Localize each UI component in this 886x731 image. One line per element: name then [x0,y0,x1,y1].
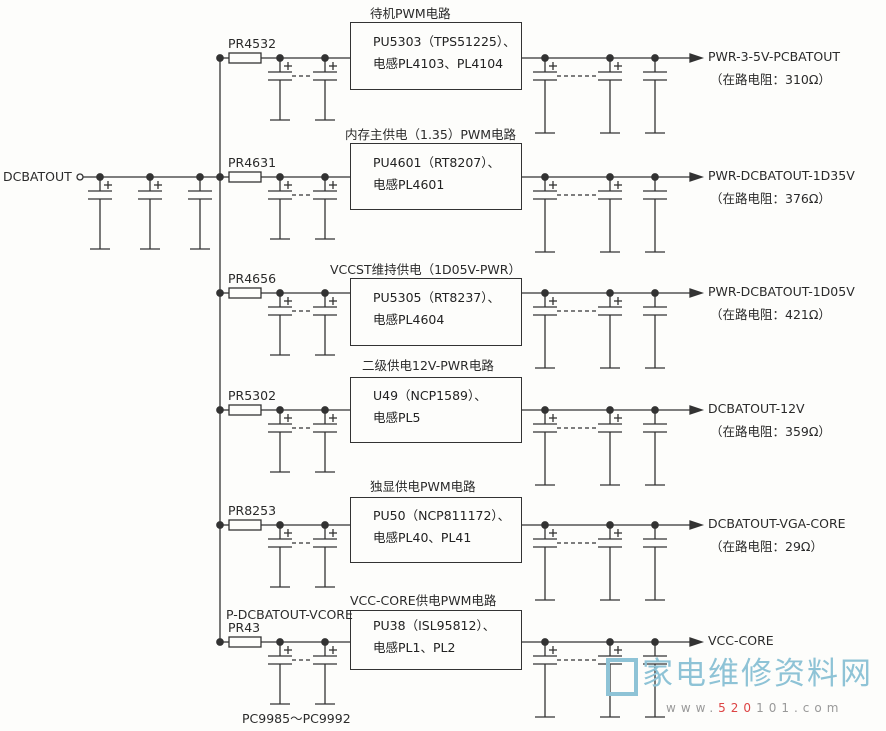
resistor-pr8253 [228,519,262,531]
output-arrow-icon [689,637,705,647]
resistor-label: PR4631 [228,155,277,170]
resistor-pr4532 [228,52,262,64]
output-net-label: DCBATOUT-VGA-CORE [708,516,846,531]
inductor-label: 电感PL4601 [373,176,445,192]
circuit-title: VCCST维持供电（1D05V-PWR） [330,262,521,277]
input-terminal [76,173,84,181]
watermark-logo: 家电维修资料网 www.520101.com [606,656,886,726]
output-net-label: PWR-DCBATOUT-1D35V [708,168,855,183]
inductor-label: 电感PL40、PL41 [373,530,472,545]
chip-label: PU5305（RT8237）、 [373,290,500,305]
resistor-label: PR8253 [228,503,277,518]
logo-mark-icon [606,658,638,696]
logo-url-red: 520 [718,701,757,715]
resistor-pr5302 [228,404,262,416]
chip-label: U49（NCP1589）、 [373,388,487,403]
resistor-label: PR4532 [228,36,277,51]
input-net-label: DCBATOUT [3,169,72,184]
vcore-net-label: P-DCBATOUT-VCORE [226,607,353,622]
inductor-label: 电感PL1、PL2 [373,640,456,655]
in-circuit-resistance: （在路电阻：421Ω） [710,307,831,322]
pwm-controller-block: PU50（NCP811172）、 电感PL40、PL41 [350,497,522,563]
output-net-label: PWR-DCBATOUT-1D05V [708,284,855,299]
output-arrow-icon [689,288,705,298]
resistor-label: PR4656 [228,271,277,286]
resistor-label: PR5302 [228,388,277,403]
output-net-label: PWR-3-5V-PCBATOUT [708,49,841,64]
cap-range-label: PC9985～PC9992 [242,711,351,726]
in-circuit-resistance: （在路电阻：359Ω） [710,424,831,439]
chip-label: PU50（NCP811172）、 [373,508,511,523]
logo-url-prefix: www. [666,701,719,715]
logo-url-suffix: 101.com [756,701,844,715]
resistor-pr4656 [228,287,262,299]
inductor-label: 电感PL4604 [373,312,445,327]
output-arrow-icon [689,53,705,63]
chip-label: PU38（ISL95812）、 [373,618,496,633]
pwm-controller-block: U49（NCP1589）、 电感PL5 [350,377,522,443]
logo-url: www.520101.com [666,700,886,716]
pwm-controller-block: PU5303（TPS51225）、 电感PL4103、PL4104 [350,22,522,90]
output-net-label: VCC-CORE [708,633,774,648]
resistor-pr43 [228,636,262,648]
pwm-controller-block: PU4601（RT8207）、 电感PL4601 [350,143,522,210]
circuit-title: VCC-CORE供电PWM电路 [350,593,497,608]
circuit-title: 独显供电PWM电路 [370,479,476,494]
pwm-controller-block: PU5305（RT8237）、 电感PL4604 [350,278,522,346]
circuit-title: 内存主供电（1.35）PWM电路 [345,127,517,142]
output-net-label: DCBATOUT-12V [708,401,805,416]
resistor-label: PR43 [228,620,261,635]
pwm-controller-block: PU38（ISL95812）、 电感PL1、PL2 [350,610,522,670]
in-circuit-resistance: （在路电阻：310Ω） [710,72,831,87]
circuit-title: 二级供电12V-PWR电路 [362,358,494,373]
circuit-title: 待机PWM电路 [370,6,451,21]
output-arrow-icon [689,172,705,182]
resistor-pr4631 [228,171,262,183]
output-arrow-icon [689,405,705,415]
output-arrow-icon [689,520,705,530]
inductor-label: 电感PL4103、PL4104 [373,56,504,71]
logo-text: 家电维修资料网 [642,656,873,692]
in-circuit-resistance: （在路电阻：29Ω） [710,539,823,554]
chip-label: PU5303（TPS51225）、 [373,34,516,49]
chip-label: PU4601（RT8207）、 [373,154,500,170]
in-circuit-resistance: （在路电阻：376Ω） [710,191,831,206]
inductor-label: 电感PL5 [373,410,421,425]
